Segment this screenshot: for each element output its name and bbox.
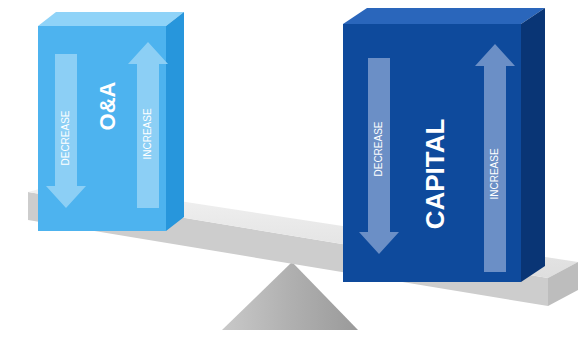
arrow-label: DECREASE xyxy=(61,110,71,165)
arrow-label: INCREASE xyxy=(490,148,500,199)
block-front xyxy=(343,24,521,282)
capital-block: CAPITAL DECREASE INCREASE xyxy=(343,8,545,282)
block-label: O&A xyxy=(97,82,119,131)
block-side xyxy=(166,12,184,231)
beam-end xyxy=(548,262,578,306)
arrow-label: DECREASE xyxy=(374,121,384,176)
down-arrow xyxy=(359,58,399,254)
up-arrow xyxy=(475,44,515,272)
block-top xyxy=(343,8,545,24)
arrow-label: INCREASE xyxy=(143,108,153,159)
fulcrum xyxy=(222,262,358,330)
down-arrow xyxy=(46,54,86,208)
up-arrow xyxy=(128,42,168,208)
o-and-a-block: O&A DECREASE INCREASE xyxy=(38,12,184,231)
block-label: CAPITAL xyxy=(422,119,448,230)
block-top xyxy=(38,12,184,26)
block-side xyxy=(521,8,545,282)
